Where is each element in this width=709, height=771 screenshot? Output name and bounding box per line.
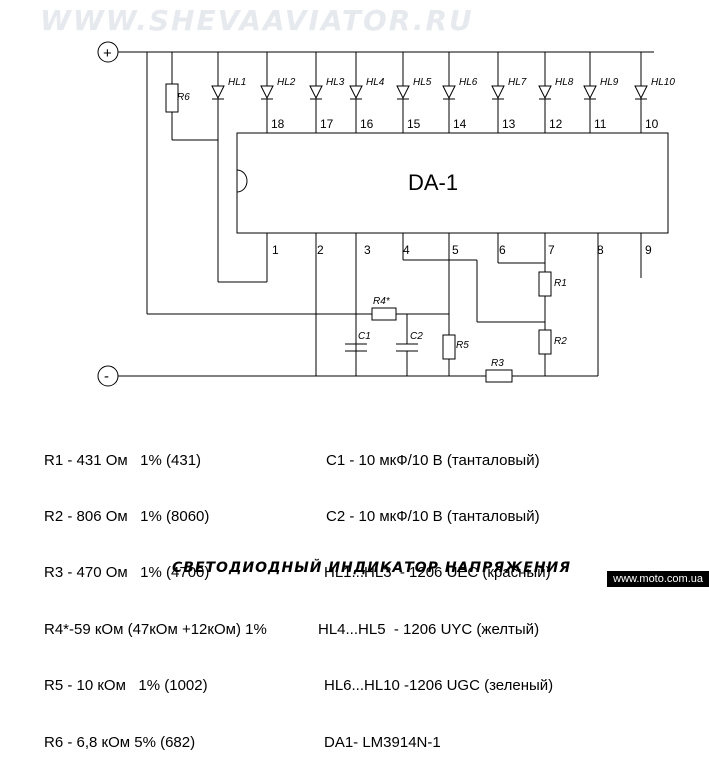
- minus-terminal-label: -: [104, 368, 109, 385]
- led-label-8: HL8: [555, 77, 574, 88]
- led-label-4: HL4: [366, 77, 385, 88]
- bottom-pin-2: 2: [317, 243, 324, 257]
- top-pin-18: 18: [271, 117, 285, 131]
- part-r6: R6 - 6,8 кОм 5% (682): [44, 733, 196, 751]
- led-column-7: [491, 52, 505, 133]
- bottom-pin-1: 1: [272, 243, 279, 257]
- part-c1: C1 - 10 мкФ/10 В (танталовый): [326, 451, 540, 469]
- led-hl3: [309, 85, 323, 100]
- part-r4: R4*-59 кОм (47кОм +12кОм) 1%: [44, 620, 267, 638]
- led-label-6: HL6: [459, 77, 478, 88]
- plus-terminal-label: +: [103, 45, 112, 62]
- r4-label: R4*: [373, 296, 391, 307]
- plus-terminal: [97, 41, 119, 63]
- c1-label: C1: [358, 331, 371, 342]
- bottom-pin-9: 9: [645, 243, 652, 257]
- top-pin-14: 14: [453, 117, 467, 131]
- led-hl8: [538, 85, 552, 100]
- led-hl9: [583, 85, 597, 100]
- led-hl6: [442, 85, 456, 100]
- site-footer: www.moto.com.ua: [607, 571, 709, 587]
- bottom-pin-5: 5: [452, 243, 459, 257]
- r3-label: R3: [491, 358, 504, 369]
- top-pin-15: 15: [407, 117, 421, 131]
- resistor-r2: [538, 329, 552, 355]
- r5-label: R5: [456, 340, 469, 351]
- led-column-8: [538, 52, 552, 133]
- led-hl5: [396, 85, 410, 100]
- top-pin-16: 16: [360, 117, 374, 131]
- r6-label: R6: [177, 92, 190, 103]
- bottom-pin-3: 3: [364, 243, 371, 257]
- resistor-r4: [371, 307, 397, 321]
- top-pin-12: 12: [549, 117, 563, 131]
- part-da1: DA1- LM3914N-1: [324, 733, 441, 751]
- part-hl4-5: HL4...HL5 - 1206 UYC (желтый): [318, 620, 540, 638]
- led-label-5: HL5: [413, 77, 432, 88]
- led-hl1: [211, 85, 225, 100]
- r1-label: R1: [554, 278, 567, 289]
- part-hl1-3: HL1...HL3 - 1206 UEC (красный): [324, 564, 551, 582]
- part-c2: C2 - 10 мкФ/10 В (танталовый): [326, 507, 540, 525]
- led-hl4: [349, 85, 363, 100]
- ic-name: DA-1: [408, 170, 458, 195]
- ic-body: [236, 132, 669, 234]
- led-hl10: [634, 85, 648, 100]
- part-r3: R3 - 470 Ом 1% (4700): [44, 564, 210, 582]
- led-column-5: [396, 52, 410, 133]
- c2-label: C2: [410, 331, 423, 342]
- part-r1: R1 - 431 Ом 1% (431): [44, 451, 202, 469]
- top-pin-10: 10: [645, 117, 659, 131]
- top-pin-17: 17: [320, 117, 334, 131]
- led-label-10: HL10: [651, 77, 675, 88]
- led-label-7: HL7: [508, 77, 527, 88]
- led-column-10: [634, 52, 648, 133]
- schematic: + - DA-1 R6 R4* C1 C2: [97, 41, 675, 387]
- led-column-3: [309, 52, 323, 133]
- resistor-r1: [538, 271, 552, 297]
- part-r5: R5 - 10 кОм 1% (1002): [44, 677, 208, 695]
- top-pin-11: 11: [594, 117, 607, 131]
- led-column-4: [349, 52, 363, 133]
- led-column-9: [583, 52, 597, 133]
- led-hl7: [491, 85, 505, 100]
- bottom-pin-4: 4: [403, 243, 410, 257]
- parts-list-right: C1 - 10 мкФ/10 В (танталовый) C2 - 10 мк…: [318, 414, 553, 771]
- part-hl6-10: HL6...HL10 -1206 UGC (зеленый): [324, 677, 554, 695]
- minus-terminal: [97, 365, 119, 387]
- top-pin-13: 13: [502, 117, 516, 131]
- r2-label: R2: [554, 336, 567, 347]
- site-watermark: WWW.SHEVAAVIATOR.RU: [40, 4, 474, 37]
- led-column-6: [442, 52, 456, 133]
- resistor-r3: [485, 369, 513, 383]
- led-label-1: HL1: [228, 77, 246, 88]
- part-r2: R2 - 806 Ом 1% (8060): [44, 507, 210, 525]
- bottom-pin-6: 6: [499, 243, 506, 257]
- resistor-r5: [442, 334, 456, 360]
- led-label-9: HL9: [600, 77, 619, 88]
- bottom-pin-8: 8: [597, 243, 604, 257]
- led-hl2: [260, 85, 274, 100]
- led-label-3: HL3: [326, 77, 345, 88]
- led-label-2: HL2: [277, 77, 296, 88]
- ic-notch: [236, 169, 248, 193]
- bottom-pin-7: 7: [548, 243, 555, 257]
- led-column-2: [260, 52, 274, 133]
- parts-list-left: R1 - 431 Ом 1% (431) R2 - 806 Ом 1% (806…: [44, 414, 267, 771]
- caption: СВЕТОДИОДНЫЙ ИНДИКАТОР НАПРЯЖЕНИЯ: [172, 560, 572, 576]
